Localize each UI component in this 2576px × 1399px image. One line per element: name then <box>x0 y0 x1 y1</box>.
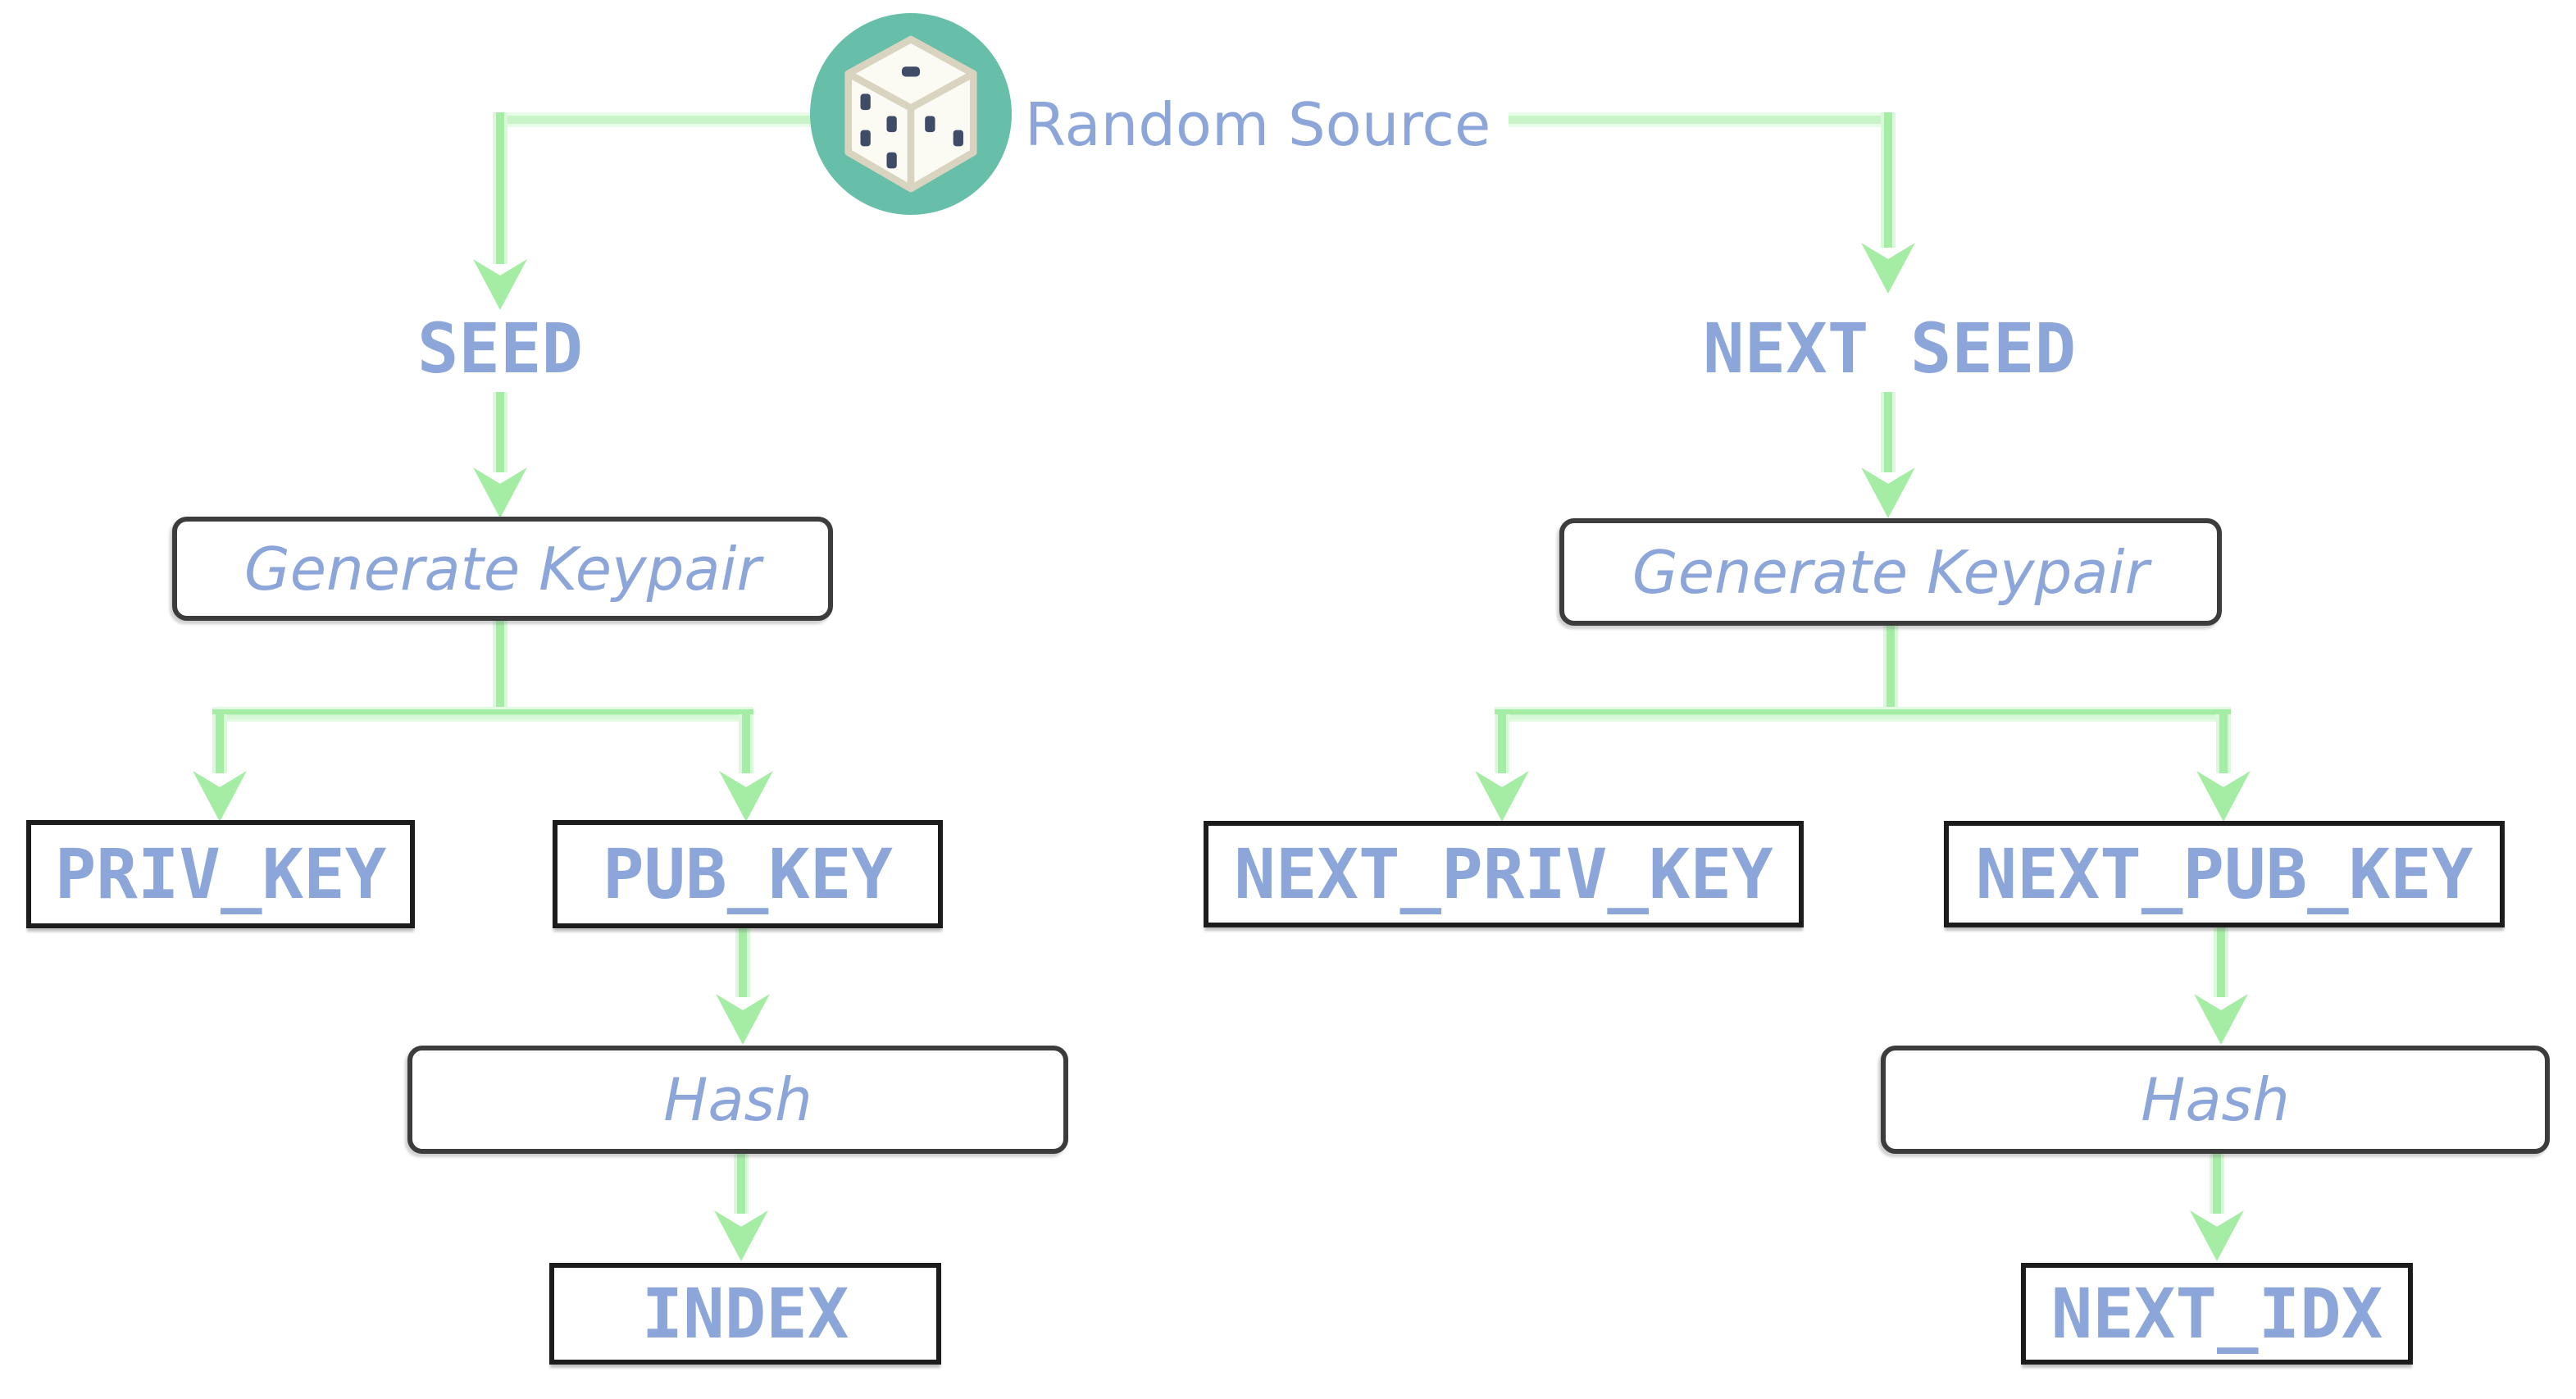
connector-seed-to-generate <box>493 392 507 472</box>
connector-hash-to-index <box>734 1152 749 1214</box>
connector-hash-to-next-idx <box>2210 1152 2224 1214</box>
arrowhead-to-next-seed <box>1861 243 1915 294</box>
connector-source-to-next-seed-vertical <box>1881 112 1896 248</box>
node-next-priv-key: NEXT_PRIV_KEY <box>1204 821 1804 927</box>
arrowhead-pub-key-to-hash <box>716 994 770 1045</box>
arrowhead-to-priv-key <box>193 771 247 822</box>
node-priv-key: PRIV_KEY <box>26 820 415 928</box>
arrowhead-to-seed <box>473 259 527 310</box>
arrowhead-next-seed-to-generate <box>1861 467 1915 518</box>
random-source-label: Random Source <box>1025 90 1491 159</box>
connector-to-next-priv-key <box>1495 714 1509 773</box>
arrowhead-hash-to-next-idx <box>2190 1210 2244 1261</box>
connector-to-next-pub-key <box>2216 714 2231 773</box>
arrowhead-hash-to-index <box>714 1210 768 1261</box>
connector-to-priv-key <box>212 714 227 773</box>
connector-next-pub-key-to-hash <box>2214 925 2228 997</box>
connector-source-to-next-seed-horizontal <box>1509 112 1896 127</box>
node-pub-key: PUB_KEY <box>553 820 943 928</box>
arrowhead-seed-to-generate <box>473 467 527 518</box>
node-generate-keypair-left: Generate Keypair <box>172 517 833 621</box>
node-generate-keypair-right: Generate Keypair <box>1559 518 2222 626</box>
node-next-idx: NEXT_IDX <box>2021 1263 2413 1365</box>
arrowhead-to-pub-key <box>719 771 773 822</box>
arrowhead-to-next-priv-key <box>1475 771 1529 822</box>
connector-generate-left-down <box>493 619 507 714</box>
node-index: INDEX <box>549 1263 941 1365</box>
connector-next-seed-to-generate <box>1881 392 1896 472</box>
node-next-pub-key: NEXT_PUB_KEY <box>1944 821 2505 927</box>
connector-to-pub-key <box>739 714 753 773</box>
arrowhead-next-pub-key-to-hash <box>2194 994 2248 1045</box>
connector-generate-right-down <box>1883 626 1898 714</box>
connector-source-to-seed-vertical <box>493 112 507 264</box>
dice-icon <box>810 13 1012 215</box>
connector-right-tee <box>1495 707 2231 722</box>
seed-label: SEED <box>416 308 584 389</box>
connector-source-to-seed-horizontal <box>497 112 812 127</box>
arrowhead-to-next-pub-key <box>2196 771 2251 822</box>
connector-left-tee <box>212 707 753 722</box>
connector-pub-key-to-hash <box>735 927 750 997</box>
next-seed-label: NEXT SEED <box>1703 308 2077 389</box>
node-hash-left: Hash <box>407 1046 1068 1154</box>
node-hash-right: Hash <box>1881 1046 2550 1154</box>
